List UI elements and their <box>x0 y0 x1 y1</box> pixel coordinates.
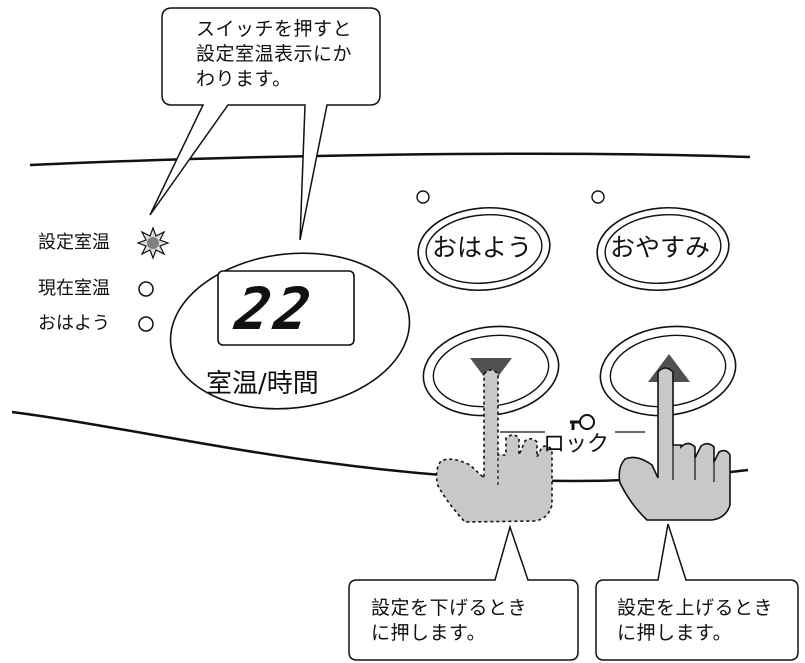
ohayou-button-outer <box>417 206 551 292</box>
indicator-lamp-ohayou <box>138 316 154 332</box>
indicator-lamp-room-temp <box>138 281 154 297</box>
bottom-left-callout-bubble <box>348 524 579 661</box>
led-oyasumi <box>591 190 605 204</box>
led-ohayou <box>416 190 430 204</box>
oyasumi-button-label[interactable]: おやすみ <box>610 233 711 262</box>
display-button-label[interactable]: 室温/時間 <box>206 369 319 399</box>
lock-label: ロック <box>543 432 610 457</box>
bottom-left-callout-text: 設定を下げるとき に押します。 <box>371 597 528 644</box>
indicator-lamp-set-temp-on <box>136 226 170 260</box>
lcd-screen <box>217 270 355 346</box>
oyasumi-button-inner <box>604 214 722 284</box>
top-callout-text: スイッチを押すと 設定室温表示にか わります。 <box>196 18 353 90</box>
display-value: 22 <box>231 275 319 343</box>
indicator-label-room-temp: 現在室温 <box>38 278 110 299</box>
top-callout-bubble <box>149 7 381 241</box>
indicator-label-ohayou: おはよう <box>38 313 110 334</box>
bottom-right-callout-text: 設定を上げるとき に押します。 <box>617 597 774 644</box>
panel-top-edge <box>29 152 751 167</box>
pointing-hand-icon-right <box>618 367 731 521</box>
bottom-right-callout-bubble <box>595 523 799 661</box>
key-icon <box>570 414 595 430</box>
ohayou-button-inner <box>425 214 543 284</box>
ohayou-button-label[interactable]: おはよう <box>432 233 533 262</box>
pointing-hand-icon-left <box>435 369 553 523</box>
indicator-label-set-temp: 設定室温 <box>38 232 110 253</box>
oyasumi-button-outer <box>596 206 730 292</box>
